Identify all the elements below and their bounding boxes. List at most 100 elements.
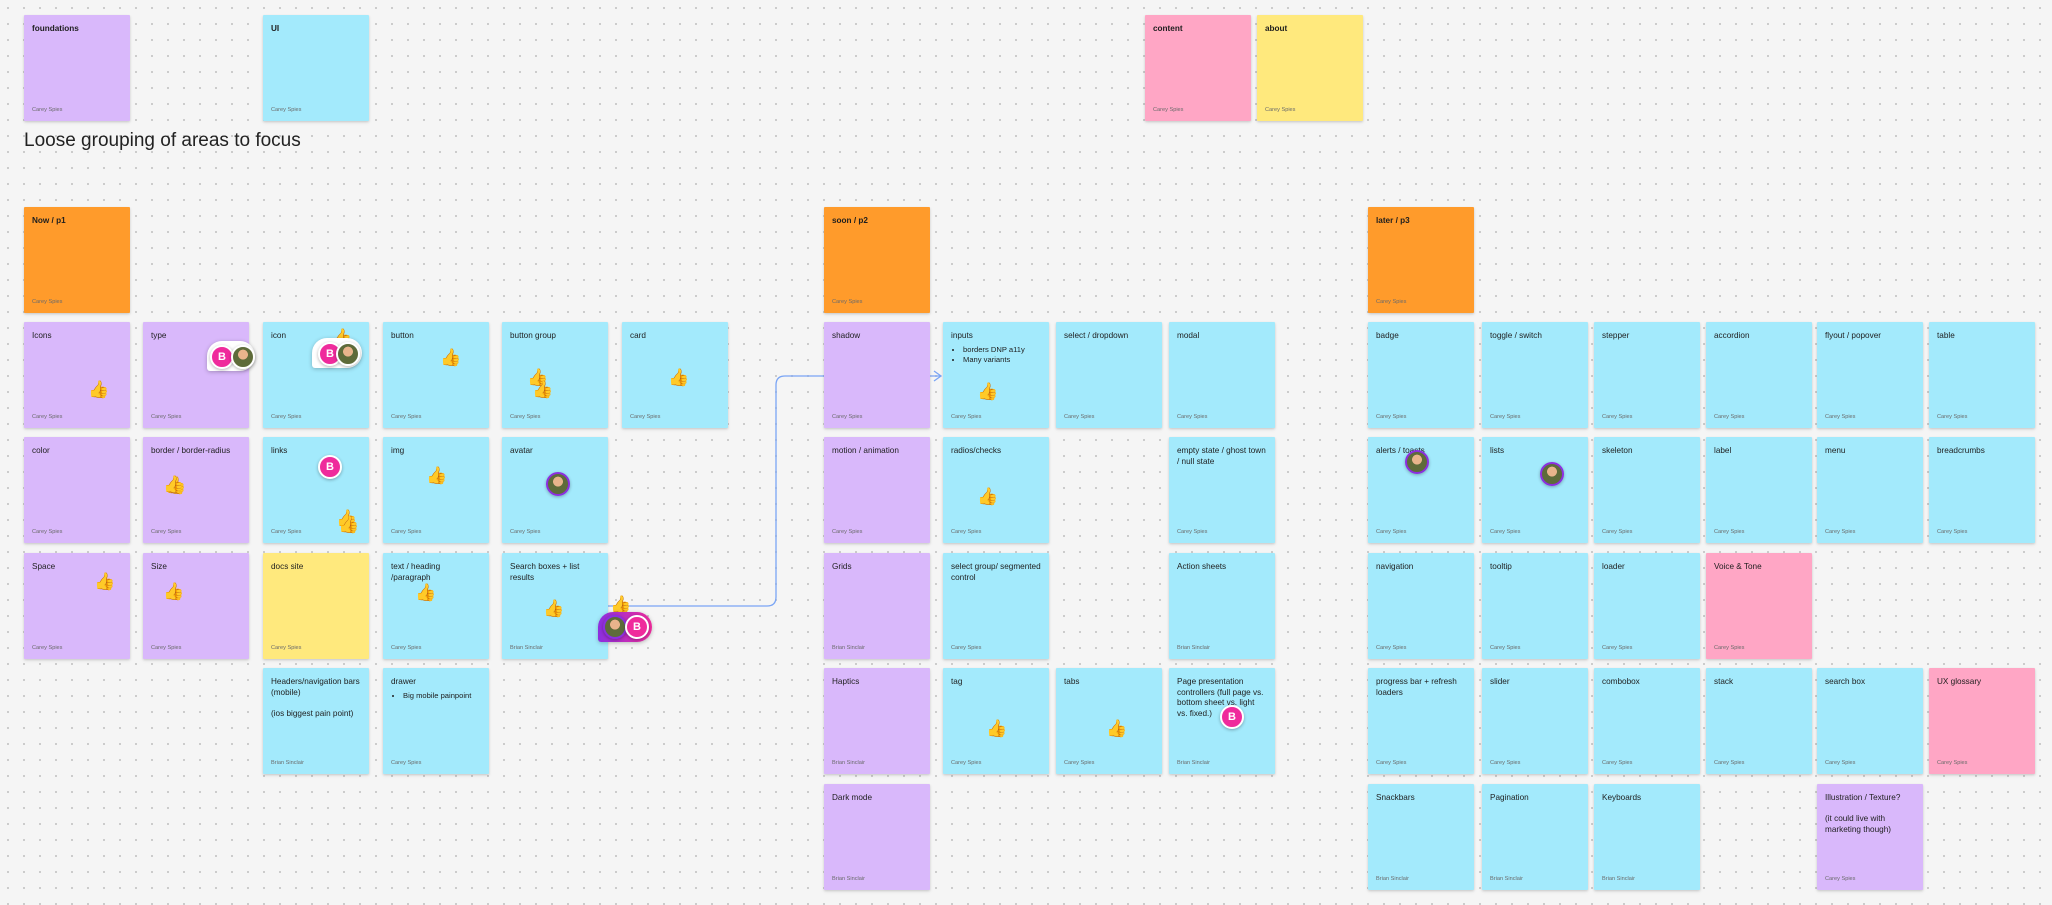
sticky-note-headers-navigation-bars-mobile-ios-bigge[interactable]: Headers/navigation bars (mobile) (ios bi… xyxy=(263,668,369,774)
sticky-text: tabs xyxy=(1064,677,1080,686)
thumbs-up-icon[interactable]: 👍 xyxy=(163,475,185,494)
sticky-text: soon / p2 xyxy=(832,216,868,225)
thumbs-up-icon[interactable]: 👍 xyxy=(543,599,565,618)
thumbs-up-icon[interactable]: 👍 xyxy=(440,348,462,367)
thumbs-up-icon[interactable]: 👍 xyxy=(1106,719,1128,738)
user-avatar-photo[interactable] xyxy=(1540,462,1564,486)
thumbs-up-icon[interactable]: 👍 xyxy=(165,476,187,495)
sticky-note-illustration-texture-it-could-live-with-[interactable]: Illustration / Texture? (it could live w… xyxy=(1817,784,1923,890)
thumbs-up-icon[interactable]: 👍 xyxy=(94,572,116,591)
sticky-note-inputs[interactable]: inputsborders DNP a11yMany variantsCarey… xyxy=(943,322,1049,428)
thumbs-up-icon[interactable]: 👍 xyxy=(977,487,999,506)
user-avatar-photo[interactable] xyxy=(546,472,570,496)
user-avatar-photo[interactable] xyxy=(1405,450,1429,474)
user-avatar-initial[interactable]: B xyxy=(625,615,649,639)
thumbs-up-icon[interactable]: 👍 xyxy=(668,368,690,387)
sticky-text: Dark mode xyxy=(832,793,873,802)
thumbs-up-icon[interactable]: 👍 xyxy=(610,595,632,614)
sticky-text: Snackbars xyxy=(1376,793,1415,802)
thumbs-up-icon[interactable]: 👍 xyxy=(986,719,1008,738)
thumbs-up-icon[interactable]: 👍 xyxy=(163,582,185,601)
user-avatar-photo[interactable] xyxy=(336,342,360,366)
sticky-text: stepper xyxy=(1602,331,1630,340)
thumbs-up-icon[interactable]: 👍 xyxy=(415,583,437,602)
user-avatar-initial[interactable]: B xyxy=(1220,705,1244,729)
section-heading: Loose grouping of areas to focus xyxy=(24,130,301,151)
sticky-text: Size xyxy=(151,562,167,571)
user-avatar-photo[interactable] xyxy=(603,615,627,639)
thumbs-up-icon[interactable]: 👍 xyxy=(426,466,448,485)
user-avatar-photo[interactable] xyxy=(231,345,255,369)
user-avatar-initial[interactable]: B xyxy=(318,455,342,479)
thumbs-up-icon[interactable]: 👍 xyxy=(338,515,360,534)
thumbs-up-icon[interactable]: 👍 xyxy=(88,380,110,399)
thumbs-up-icon[interactable]: 👍 xyxy=(527,368,549,387)
thumbs-up-icon[interactable]: 👍 xyxy=(532,380,554,399)
thumbs-up-icon[interactable]: 👍 xyxy=(336,509,358,528)
thumbs-up-icon[interactable]: 👍 xyxy=(977,382,999,401)
sticky-bullet-list: borders DNP a11yMany variants xyxy=(951,345,1041,365)
